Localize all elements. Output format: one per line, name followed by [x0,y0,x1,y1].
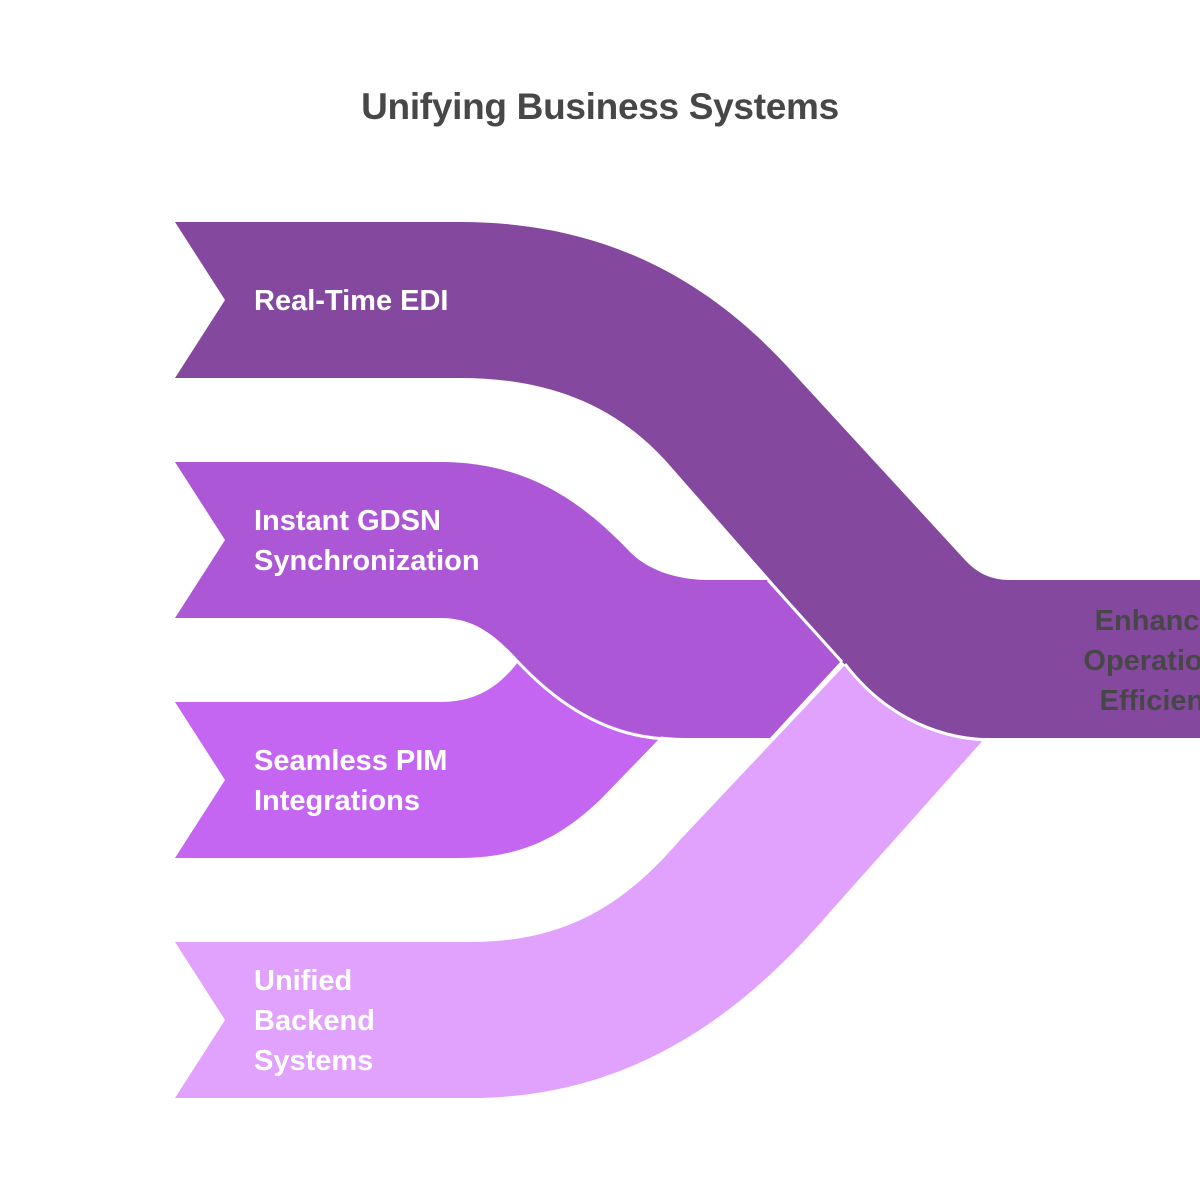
diagram-title: Unifying Business Systems [361,86,839,127]
separator-line [766,578,844,664]
band-unified-backend [175,665,985,1098]
separator-line [770,662,844,742]
label-instant-gdsn: Instant GDSN Synchronization [254,505,480,577]
separator-line [516,660,671,741]
band-real-time-edi [175,222,1200,738]
band-seamless-pim [175,662,700,858]
label-real-time-edi: Real-Time EDI [254,285,448,317]
label-seamless-pim: Seamless PIM Integrations [254,745,456,817]
band-instant-gdsn [175,462,842,738]
label-unified-backend: Unified Backend Systems [254,965,383,1077]
separator-line [843,663,989,742]
label-output-efficiency: Enhanced Operational Efficiency [1083,605,1200,717]
